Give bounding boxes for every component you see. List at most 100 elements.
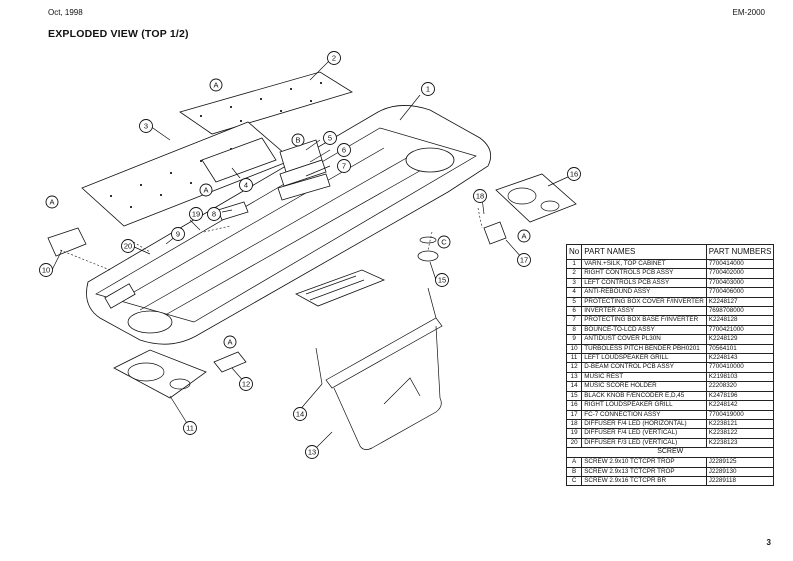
svg-text:13: 13 (308, 448, 316, 457)
bounce-to-lcd (217, 201, 249, 221)
cell-number: K2198103 (705, 371, 775, 383)
callout-17: 17 (517, 253, 531, 267)
cell-name: VARN.+SILK, TOP CABINET (581, 258, 707, 270)
right-loudspeaker-grill (495, 173, 577, 223)
inverter-assy (279, 159, 327, 187)
cell-name: FC-7 CONNECTION ASSY (581, 409, 707, 420)
cell-no: 14 (565, 381, 583, 392)
cell-number: 7700410000 (705, 362, 775, 373)
page-number: 3 (766, 538, 771, 547)
cell-number: 7700419000 (705, 409, 775, 420)
svg-text:A: A (203, 186, 208, 195)
svg-text:A: A (521, 232, 526, 241)
cell-name: TURBOLESS PITCH BENDER PBH0201 (581, 343, 707, 355)
cell-no: 1 (565, 258, 583, 270)
cell-no: A (565, 457, 583, 468)
svg-text:A: A (49, 198, 54, 207)
cell-number: 7698708000 (705, 306, 775, 317)
screw-callout-a-4: A (517, 229, 531, 243)
cell-name: BLACK KNOB F/ENCODER E,D,45 (581, 390, 707, 402)
lcd-panel (295, 269, 386, 307)
svg-text:9: 9 (176, 230, 180, 239)
inverter-box-base (277, 173, 331, 201)
header-date: Oct, 1998 (48, 8, 83, 17)
svg-text:5: 5 (328, 134, 332, 143)
cell-name: DIFFUSER F/3 LED (VERTICAL) (581, 437, 707, 449)
callout-18: 18 (473, 189, 487, 203)
top-cabinet (86, 105, 492, 345)
callout-15: 15 (435, 273, 449, 287)
callout-9: 9 (171, 227, 185, 241)
cell-name: LEFT LOUDSPEAKER GRILL (581, 353, 707, 364)
cell-number: 70564101 (705, 343, 775, 355)
cell-number: 7700421000 (705, 324, 775, 336)
callout-7: 7 (337, 159, 351, 173)
cell-number: J2289130 (705, 466, 775, 477)
callout-10: 10 (39, 263, 53, 277)
screw-callout-a-5: A (223, 335, 237, 349)
cell-no: B (565, 466, 583, 477)
svg-text:18: 18 (476, 192, 484, 201)
svg-text:1: 1 (426, 85, 430, 94)
col-header-no: No (565, 244, 583, 260)
cell-number: 22208320 (705, 381, 775, 392)
anti-rebound (201, 137, 277, 183)
svg-text:11: 11 (186, 424, 194, 433)
screw-callout-c: C (437, 235, 451, 249)
svg-text:12: 12 (242, 380, 250, 389)
svg-text:6: 6 (342, 146, 346, 155)
callout-11: 11 (183, 421, 197, 435)
svg-text:C: C (441, 238, 447, 247)
svg-text:17: 17 (520, 256, 528, 265)
cell-no: 15 (565, 390, 583, 402)
svg-text:4: 4 (244, 181, 248, 190)
callout-19: 19 (189, 207, 203, 221)
cell-name: D-BEAM CONTROL PCB ASSY (581, 362, 707, 373)
cell-name: ANTIDUST COVER PL30N (581, 334, 707, 345)
cell-number: K2248129 (705, 334, 775, 345)
cell-no: 8 (565, 324, 583, 336)
cell-no: 16 (565, 400, 583, 411)
screw-callout-a-1: A (209, 78, 223, 92)
music-rest (315, 287, 443, 450)
cell-no: 5 (565, 296, 583, 308)
callout-5: 5 (323, 131, 337, 145)
cell-name: SCREW 2.9x10 TCTCPR TROP (581, 457, 707, 468)
cell-name: PROTECTING BOX COVER F/INVERTER (581, 296, 707, 308)
pitch-bender (47, 227, 87, 257)
cell-no: 12 (565, 362, 583, 373)
cell-number: 7700406000 (705, 287, 775, 298)
svg-text:14: 14 (296, 410, 304, 419)
screw-callout-a-2: A (199, 183, 213, 197)
callout-12: 12 (239, 377, 253, 391)
cell-number: K2248143 (705, 353, 775, 364)
svg-text:2: 2 (332, 54, 336, 63)
callout-13: 13 (305, 445, 319, 459)
table-header-row: No PART NAMES PART NUMBERS (565, 244, 775, 260)
svg-text:15: 15 (438, 276, 446, 285)
cell-number: K2248142 (705, 400, 775, 411)
cell-name: DIFFUSER F/4 LED (VERTICAL) (581, 428, 707, 439)
cell-number: K2248127 (705, 296, 775, 308)
callout-1: 1 (421, 82, 435, 96)
cell-name: ANTI-REBOUND ASSY (581, 287, 707, 298)
d-beam-pcb (213, 351, 247, 373)
svg-text:7: 7 (342, 162, 346, 171)
cell-no: 9 (565, 334, 583, 345)
cell-no: 4 (565, 287, 583, 298)
cell-name: SCREW 2.9x13 TCTCPR TROP (581, 466, 707, 477)
